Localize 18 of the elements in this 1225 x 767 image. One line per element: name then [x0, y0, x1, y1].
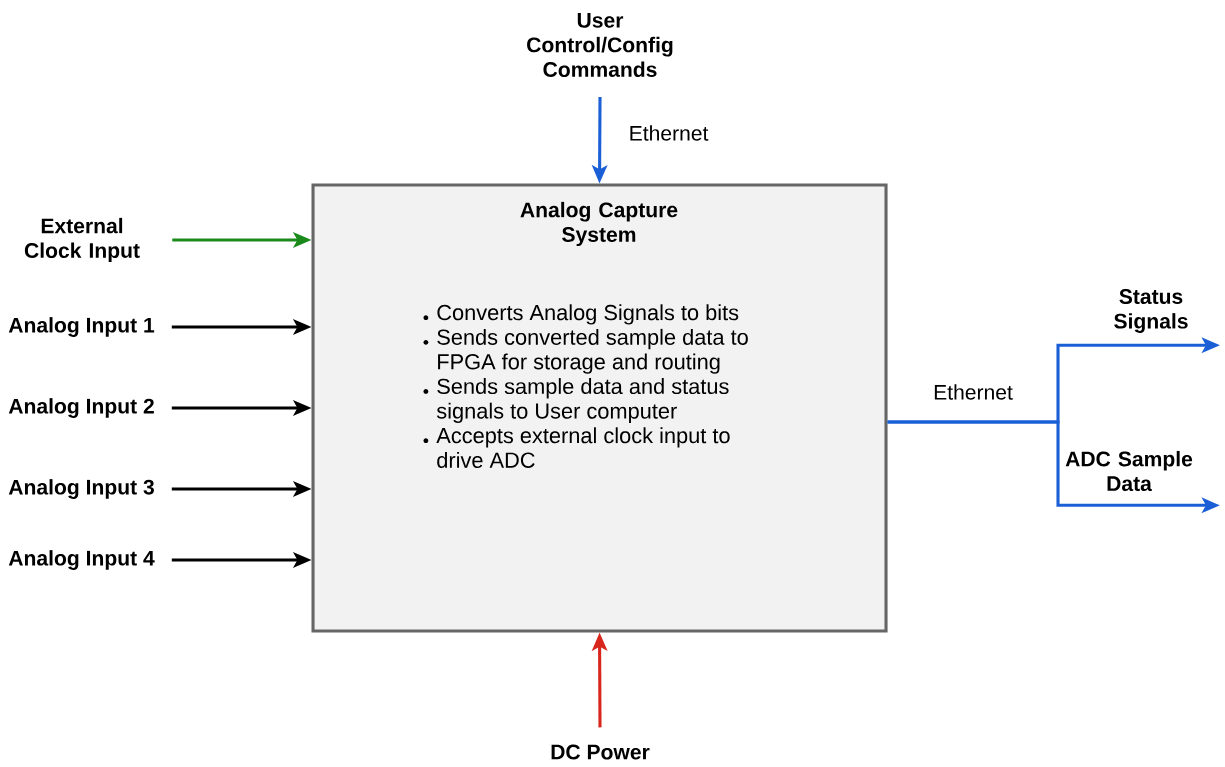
output-label: Status Signals [1114, 289, 1188, 333]
input-label: Analog Input 3 [8, 479, 154, 499]
input-label: Analog Input 4 [8, 550, 155, 570]
input-label: Analog Input 1 [8, 317, 155, 337]
output-label: ADC Sample Data [1065, 450, 1193, 492]
system-box [311, 183, 888, 633]
input-label: User Control/Config Commands [527, 13, 673, 77]
node-label: Accepts external clock input to drive ADC [436, 427, 730, 468]
input-label: External Clock Input [24, 217, 140, 263]
box-title: Analog Capture System [520, 201, 678, 247]
bullet-list: Converts Analog Signals to bits Sends converted sample data to FPGA for storage and routing Sends sample data and status signals to User computer Accepts external clock input to drive ADC [423, 304, 748, 468]
input-label: DC Power [551, 744, 650, 760]
edge-label: Ethernet [627, 123, 710, 143]
node-label: Sends sample data and status signals to User computer [436, 378, 729, 423]
node-label: Converts Analog Signals to bits [437, 304, 739, 325]
edge-label: Ethernet [931, 382, 1015, 402]
input-label: Analog Input 2 [8, 398, 154, 418]
node-label: Sends converted sample data to FPGA for storage and routing [437, 328, 748, 374]
